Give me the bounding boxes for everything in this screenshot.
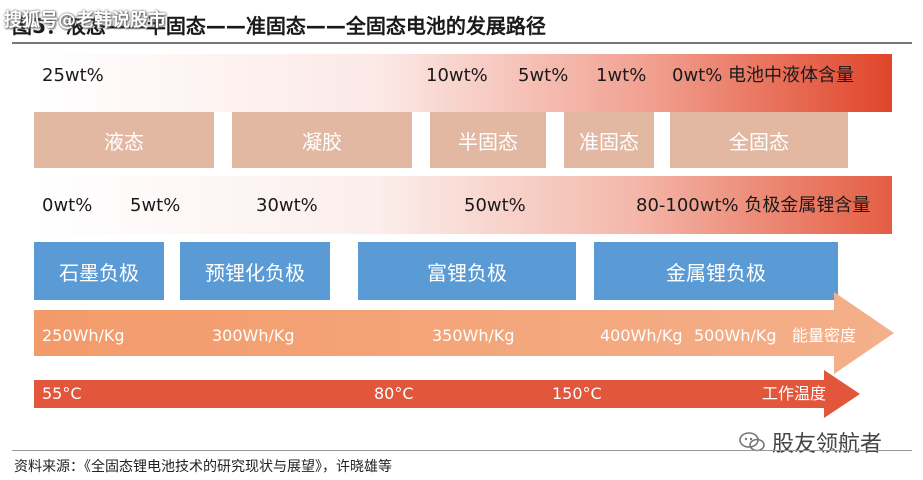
anode-graphite: 石墨负极 xyxy=(34,242,164,300)
anode-lithium-rich: 富锂负极 xyxy=(358,242,576,300)
brand: 股友领航者 xyxy=(738,426,882,458)
lithium-label-5: 5wt% xyxy=(130,195,181,216)
energy-label-350: 350Wh/Kg xyxy=(432,326,515,345)
energy-density-arrow xyxy=(34,292,894,374)
liquid-label-0-title: 0wt% 电池中液体含量 xyxy=(672,65,855,86)
liquid-label-10: 10wt% xyxy=(426,65,488,86)
state-liquid: 液态 xyxy=(34,112,214,168)
liquid-label-1: 1wt% xyxy=(596,65,647,86)
lithium-content-band xyxy=(34,176,892,234)
liquid-label-25: 25wt% xyxy=(42,65,104,86)
state-quasi-solid: 准固态 xyxy=(564,112,654,168)
liquid-content-band xyxy=(34,54,892,112)
lithium-label-0: 0wt% xyxy=(42,195,93,216)
state-all-solid: 全固态 xyxy=(670,112,848,168)
temperature-arrow xyxy=(34,370,860,418)
brand-name: 股友领航者 xyxy=(772,432,883,457)
anode-prelithiated: 预锂化负极 xyxy=(180,242,330,300)
state-semi-solid: 半固态 xyxy=(430,112,546,168)
energy-label-250: 250Wh/Kg xyxy=(42,326,125,345)
anode-lithium-metal: 金属锂负极 xyxy=(594,242,838,300)
temp-label-150: 150°C xyxy=(552,384,602,403)
energy-label-400: 400Wh/Kg xyxy=(600,326,683,345)
liquid-label-5: 5wt% xyxy=(518,65,569,86)
energy-label-300: 300Wh/Kg xyxy=(212,326,295,345)
footer-divider xyxy=(12,450,912,451)
figure-title: 图5：液态——半固态——准固态——全固态电池的发展路径 xyxy=(12,14,546,38)
title-divider xyxy=(12,42,912,44)
temperature-axis-title: 工作温度 xyxy=(762,384,827,403)
lithium-label-80-100-title: 80-100wt% 负极金属锂含量 xyxy=(636,195,871,216)
watermark: 搜狐号@老韩说股市 xyxy=(4,10,166,31)
energy-axis-title: 能量密度 xyxy=(792,326,857,345)
lithium-label-30: 30wt% xyxy=(256,195,318,216)
temp-label-80: 80°C xyxy=(374,384,414,403)
temp-label-55: 55°C xyxy=(42,384,82,403)
lithium-label-50: 50wt% xyxy=(464,195,526,216)
energy-label-500: 500Wh/Kg xyxy=(694,326,777,345)
source-note: 资料来源：《全固态锂电池技术的研究现状与展望》，许晓雄等 xyxy=(14,459,392,475)
state-gel: 凝胶 xyxy=(232,112,412,168)
